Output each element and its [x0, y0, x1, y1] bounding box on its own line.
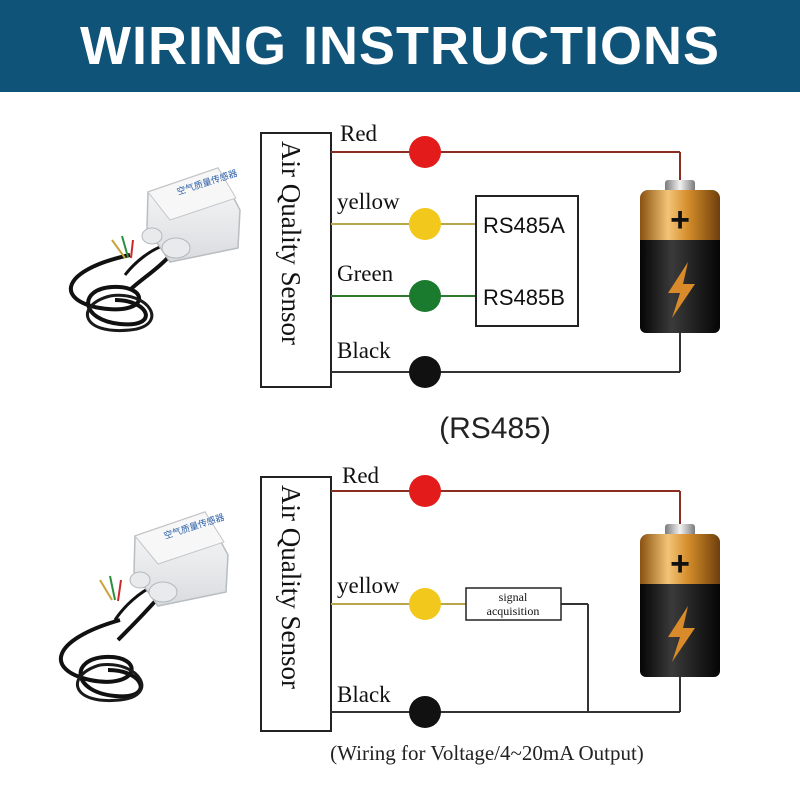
signal-box-line1: signal: [499, 590, 528, 604]
black-connector-dot-2: [409, 696, 441, 728]
wire-label-red-2: Red: [342, 463, 380, 488]
black-connector-dot: [409, 356, 441, 388]
rs485-caption: (RS485): [439, 412, 551, 445]
rs485-terminal-box: [475, 195, 579, 327]
battery-plus-symbol-2: +: [670, 545, 690, 583]
analog-diagram: 空气质量传感器 Air Quality Sensor Red yellow Bl…: [59, 463, 720, 765]
signal-box-line2: acquisition: [487, 604, 540, 618]
sensor-label-2: Air Quality Sensor: [276, 485, 306, 689]
sensor-box: [260, 132, 332, 388]
page-title: WIRING INSTRUCTIONS: [80, 16, 720, 76]
lightning-bolt-icon: [668, 262, 695, 318]
sensor-device-photo: 空气质量传感器: [69, 167, 241, 333]
terminal-a-label: RS485A: [483, 213, 565, 238]
wire-label-black: Black: [337, 338, 391, 363]
wire-label-black-2: Black: [337, 682, 391, 707]
wire-label-red: Red: [340, 121, 378, 146]
yellow-connector-dot-2: [409, 588, 441, 620]
terminal-b-label: RS485B: [483, 285, 565, 310]
yellow-connector-dot: [409, 208, 441, 240]
red-connector-dot: [409, 136, 441, 168]
sensor-device-photo-2: 空气质量传感器: [59, 511, 229, 703]
wire-label-green: Green: [337, 261, 394, 286]
green-connector-dot: [409, 280, 441, 312]
signal-acquisition-box: [465, 587, 562, 621]
lightning-bolt-icon-2: [668, 606, 695, 662]
title-banner: WIRING INSTRUCTIONS: [0, 0, 800, 92]
analog-caption: (Wiring for Voltage/4~20mA Output): [330, 741, 644, 765]
sensor-label: Air Quality Sensor: [276, 141, 306, 345]
red-connector-dot-2: [409, 475, 441, 507]
sensor-box-2: [260, 476, 332, 732]
battery-icon: +: [640, 180, 720, 333]
battery-icon-2: +: [640, 524, 720, 677]
wire-label-yellow: yellow: [337, 189, 400, 214]
rs485-diagram: 空气质量传感器 Air Quality Sensor Red yellow Gr…: [69, 121, 720, 445]
wire-label-yellow-2: yellow: [337, 573, 400, 598]
battery-plus-symbol: +: [670, 201, 690, 239]
